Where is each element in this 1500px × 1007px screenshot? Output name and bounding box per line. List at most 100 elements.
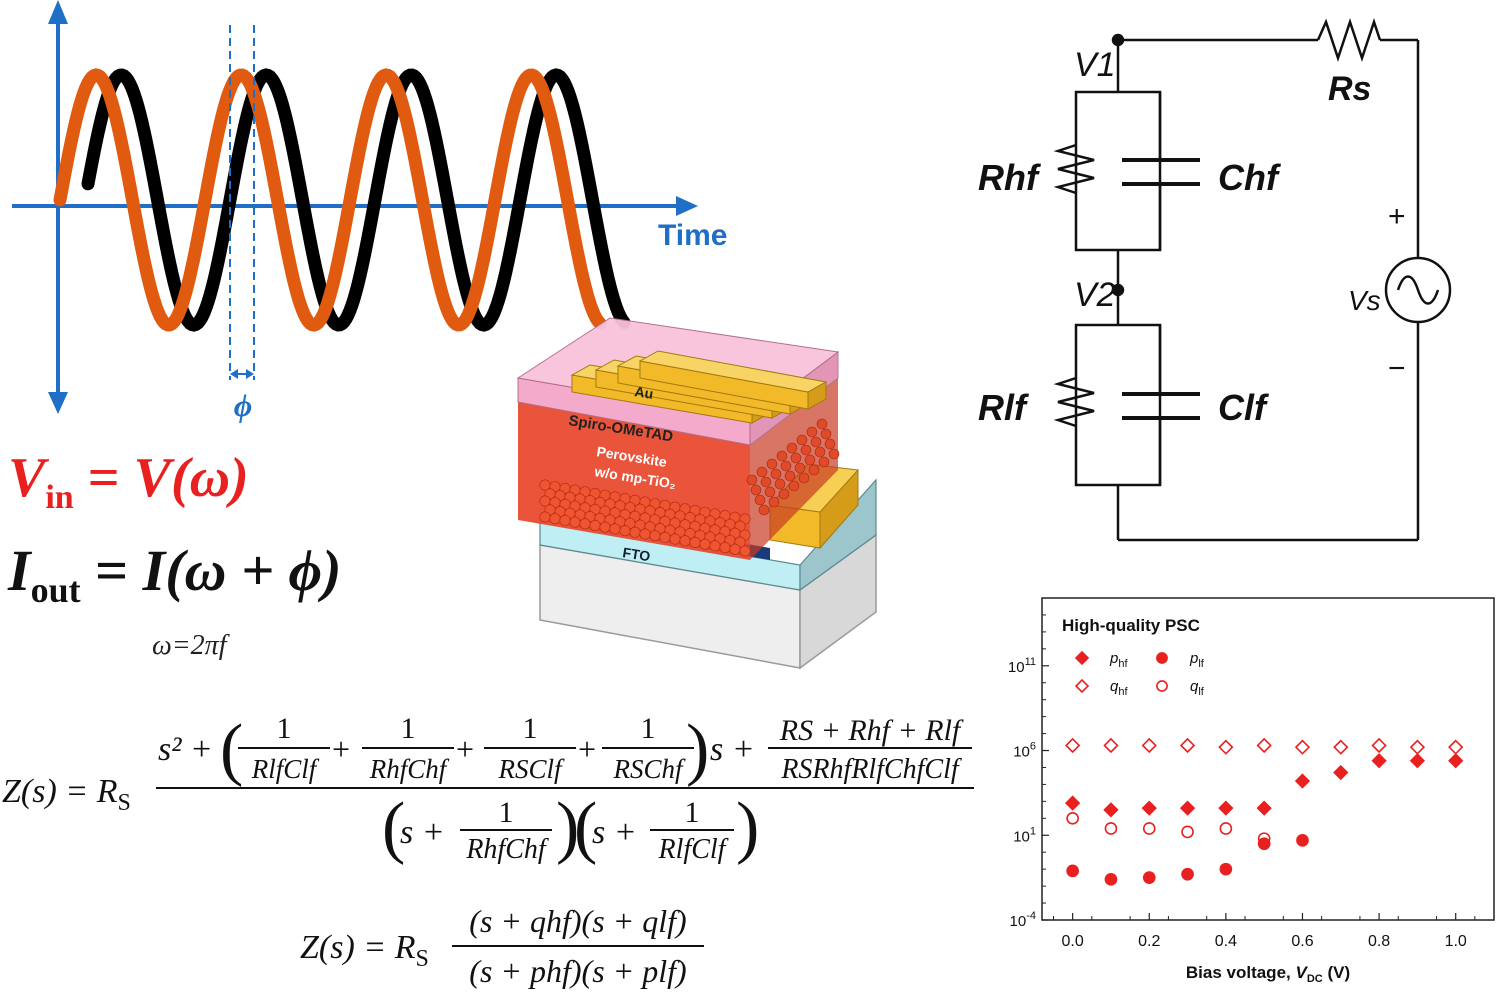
den-close-paren-1: ) xyxy=(556,789,579,866)
num-frac-one: 1 xyxy=(641,712,656,745)
grain xyxy=(760,476,772,488)
v1-label: V1 xyxy=(1074,46,1116,84)
data-point xyxy=(1179,737,1196,754)
grain xyxy=(750,484,762,496)
data-point xyxy=(1256,800,1272,816)
num-frac-one: 1 xyxy=(277,712,292,745)
grain xyxy=(796,434,808,446)
au-electrodes xyxy=(570,350,828,424)
data-point xyxy=(1156,652,1168,664)
grain xyxy=(794,462,806,474)
num-frac-den: RSClf xyxy=(497,754,565,784)
den-s-1: s + xyxy=(400,814,445,851)
data-point xyxy=(1074,678,1090,694)
legend-entry: plf xyxy=(1189,650,1205,670)
num-frac-den: RSChf xyxy=(612,754,686,784)
data-point xyxy=(1219,822,1233,835)
waveform-panel: Time ϕ xyxy=(12,0,727,423)
data-point xyxy=(1218,800,1234,816)
vin-equation: Vin = V(ω) xyxy=(8,447,249,516)
circuit-labels: V1 V2 Rs Rhf Chf Rlf Clf Vs + − xyxy=(978,46,1406,428)
voltage-wave xyxy=(81,68,631,332)
grain xyxy=(659,531,671,543)
grain xyxy=(539,511,551,523)
x-tick-label: 0.8 xyxy=(1368,933,1390,950)
grain xyxy=(784,470,796,482)
grain xyxy=(810,436,822,448)
grain xyxy=(806,426,818,438)
data-point xyxy=(1141,737,1157,754)
num-frac-den: RhfChf xyxy=(369,754,450,784)
data-point xyxy=(1409,753,1426,769)
num-plus: + xyxy=(578,731,596,767)
data-point xyxy=(1256,737,1272,754)
rs-resistor xyxy=(1316,18,1382,62)
data-point xyxy=(1065,795,1081,811)
x-tick-label: 1.0 xyxy=(1445,933,1467,950)
data-point xyxy=(1371,753,1387,769)
data-point xyxy=(1103,737,1119,754)
perovskite-side xyxy=(750,378,838,560)
s-squared-term: s² + xyxy=(158,731,213,768)
den-close-paren-2: ) xyxy=(736,789,759,866)
rlf-label: Rlf xyxy=(978,387,1029,428)
grain xyxy=(669,533,681,545)
device-schematic: FTO c-TiO₂ Spiro-OMeTAD Perovskite w/o m… xyxy=(516,317,877,670)
data-point xyxy=(1179,800,1196,816)
grain xyxy=(649,530,661,542)
rhf-resistor xyxy=(1053,143,1095,195)
grain xyxy=(780,460,792,472)
data-point xyxy=(1409,739,1426,755)
grain xyxy=(808,464,820,476)
x-tick-label: 0.6 xyxy=(1291,933,1313,950)
time-axis-arrow xyxy=(676,196,698,216)
lf-parallel-box xyxy=(1074,323,1162,487)
grain xyxy=(719,542,731,554)
legend-entry: qlf xyxy=(1190,678,1205,698)
grain xyxy=(579,518,591,530)
grain xyxy=(766,458,778,470)
grain xyxy=(768,496,780,508)
den-s-2: s + xyxy=(592,814,637,851)
grain xyxy=(639,528,651,540)
grain xyxy=(609,523,621,535)
data-point xyxy=(1103,802,1119,818)
x-tick-label: 0.4 xyxy=(1215,933,1237,950)
grain xyxy=(549,513,561,525)
data-point xyxy=(1333,739,1349,755)
data-point xyxy=(1156,680,1168,692)
grain xyxy=(786,442,798,454)
z2-numerator: (s + qhf)(s + qlf) xyxy=(469,903,686,939)
data-point xyxy=(1065,737,1081,754)
sum-denominator: RSRhfRlfChfClf xyxy=(780,754,962,785)
sine-glyph xyxy=(1396,275,1440,305)
data-point xyxy=(1066,811,1079,825)
data-point xyxy=(1142,822,1156,835)
grain xyxy=(818,456,830,468)
node-v2 xyxy=(1111,283,1125,297)
hf-parallel-box xyxy=(1074,90,1162,252)
omega-definition: ω=2πf xyxy=(152,630,230,661)
grain xyxy=(729,543,741,555)
grain xyxy=(828,448,840,460)
z-prefix: Z(s) = RS xyxy=(2,773,131,816)
chart-title: High-quality PSC xyxy=(1062,616,1200,635)
data-point xyxy=(1371,737,1387,754)
data-point xyxy=(1142,871,1156,884)
grain xyxy=(559,514,571,526)
y-axis-arrow-down xyxy=(48,392,68,414)
grain xyxy=(778,488,790,500)
den-rc-2: RlfClf xyxy=(658,834,729,865)
rhf-label: Rhf xyxy=(978,157,1041,198)
data-point xyxy=(1294,739,1311,755)
fto-label: FTO xyxy=(622,544,652,564)
grain xyxy=(619,525,631,537)
phase-arrow-right-head xyxy=(246,369,254,379)
open-paren: ( xyxy=(220,711,243,788)
num-frac-one: 1 xyxy=(401,712,416,745)
plot-frame xyxy=(1041,597,1495,921)
den-rc-1: RhfChf xyxy=(465,834,549,865)
v2-label: V2 xyxy=(1074,276,1116,314)
